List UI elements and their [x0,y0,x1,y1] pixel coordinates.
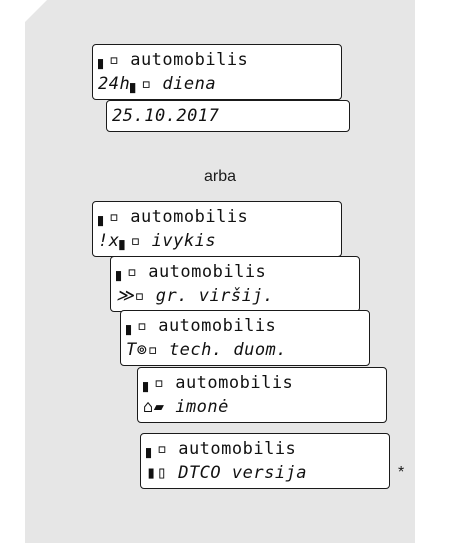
display-date: 25.10.2017 [106,100,350,132]
display-menu-company: ▖▫ automobilis ⌂▰ imonė [137,367,387,423]
display-menu-overspeed: ▖▫ automobilis ≫▫ gr. viršij. [110,256,360,312]
display-menu-events: ▖▫ automobilis !x▖▫ ivykis [92,201,342,257]
display-line-1: ▖▫ automobilis [143,373,294,393]
separator-text: arba [203,168,237,185]
display-menu-dtco-version: ▖▫ automobilis ▮▯ DTCO versija [140,433,390,489]
display-line-2: T⊚▫ tech. duom. [126,340,288,360]
display-line-2: 24h▖▫ diena [98,74,217,94]
page-corner [25,0,47,22]
display-line-2: !x▖▫ ivykis [98,231,217,251]
display-line-2: ⌂▰ imonė [143,397,229,417]
display-line-1: ▖▫ automobilis [146,439,297,459]
footnote-marker: * [398,464,405,481]
display-date-text: 25.10.2017 [112,106,220,126]
display-line-1: ▖▫ automobilis [126,316,277,336]
display-line-2: ≫▫ gr. viršij. [116,286,274,306]
display-line-1: ▖▫ automobilis [98,50,249,70]
display-line-1: ▖▫ automobilis [98,207,249,227]
display-line-2: ▮▯ DTCO versija [146,463,308,483]
display-vehicle-day: ▖▫ automobilis 24h▖▫ diena [92,44,342,100]
display-line-1: ▖▫ automobilis [116,262,267,282]
display-menu-tech-data: ▖▫ automobilis T⊚▫ tech. duom. [120,310,370,366]
